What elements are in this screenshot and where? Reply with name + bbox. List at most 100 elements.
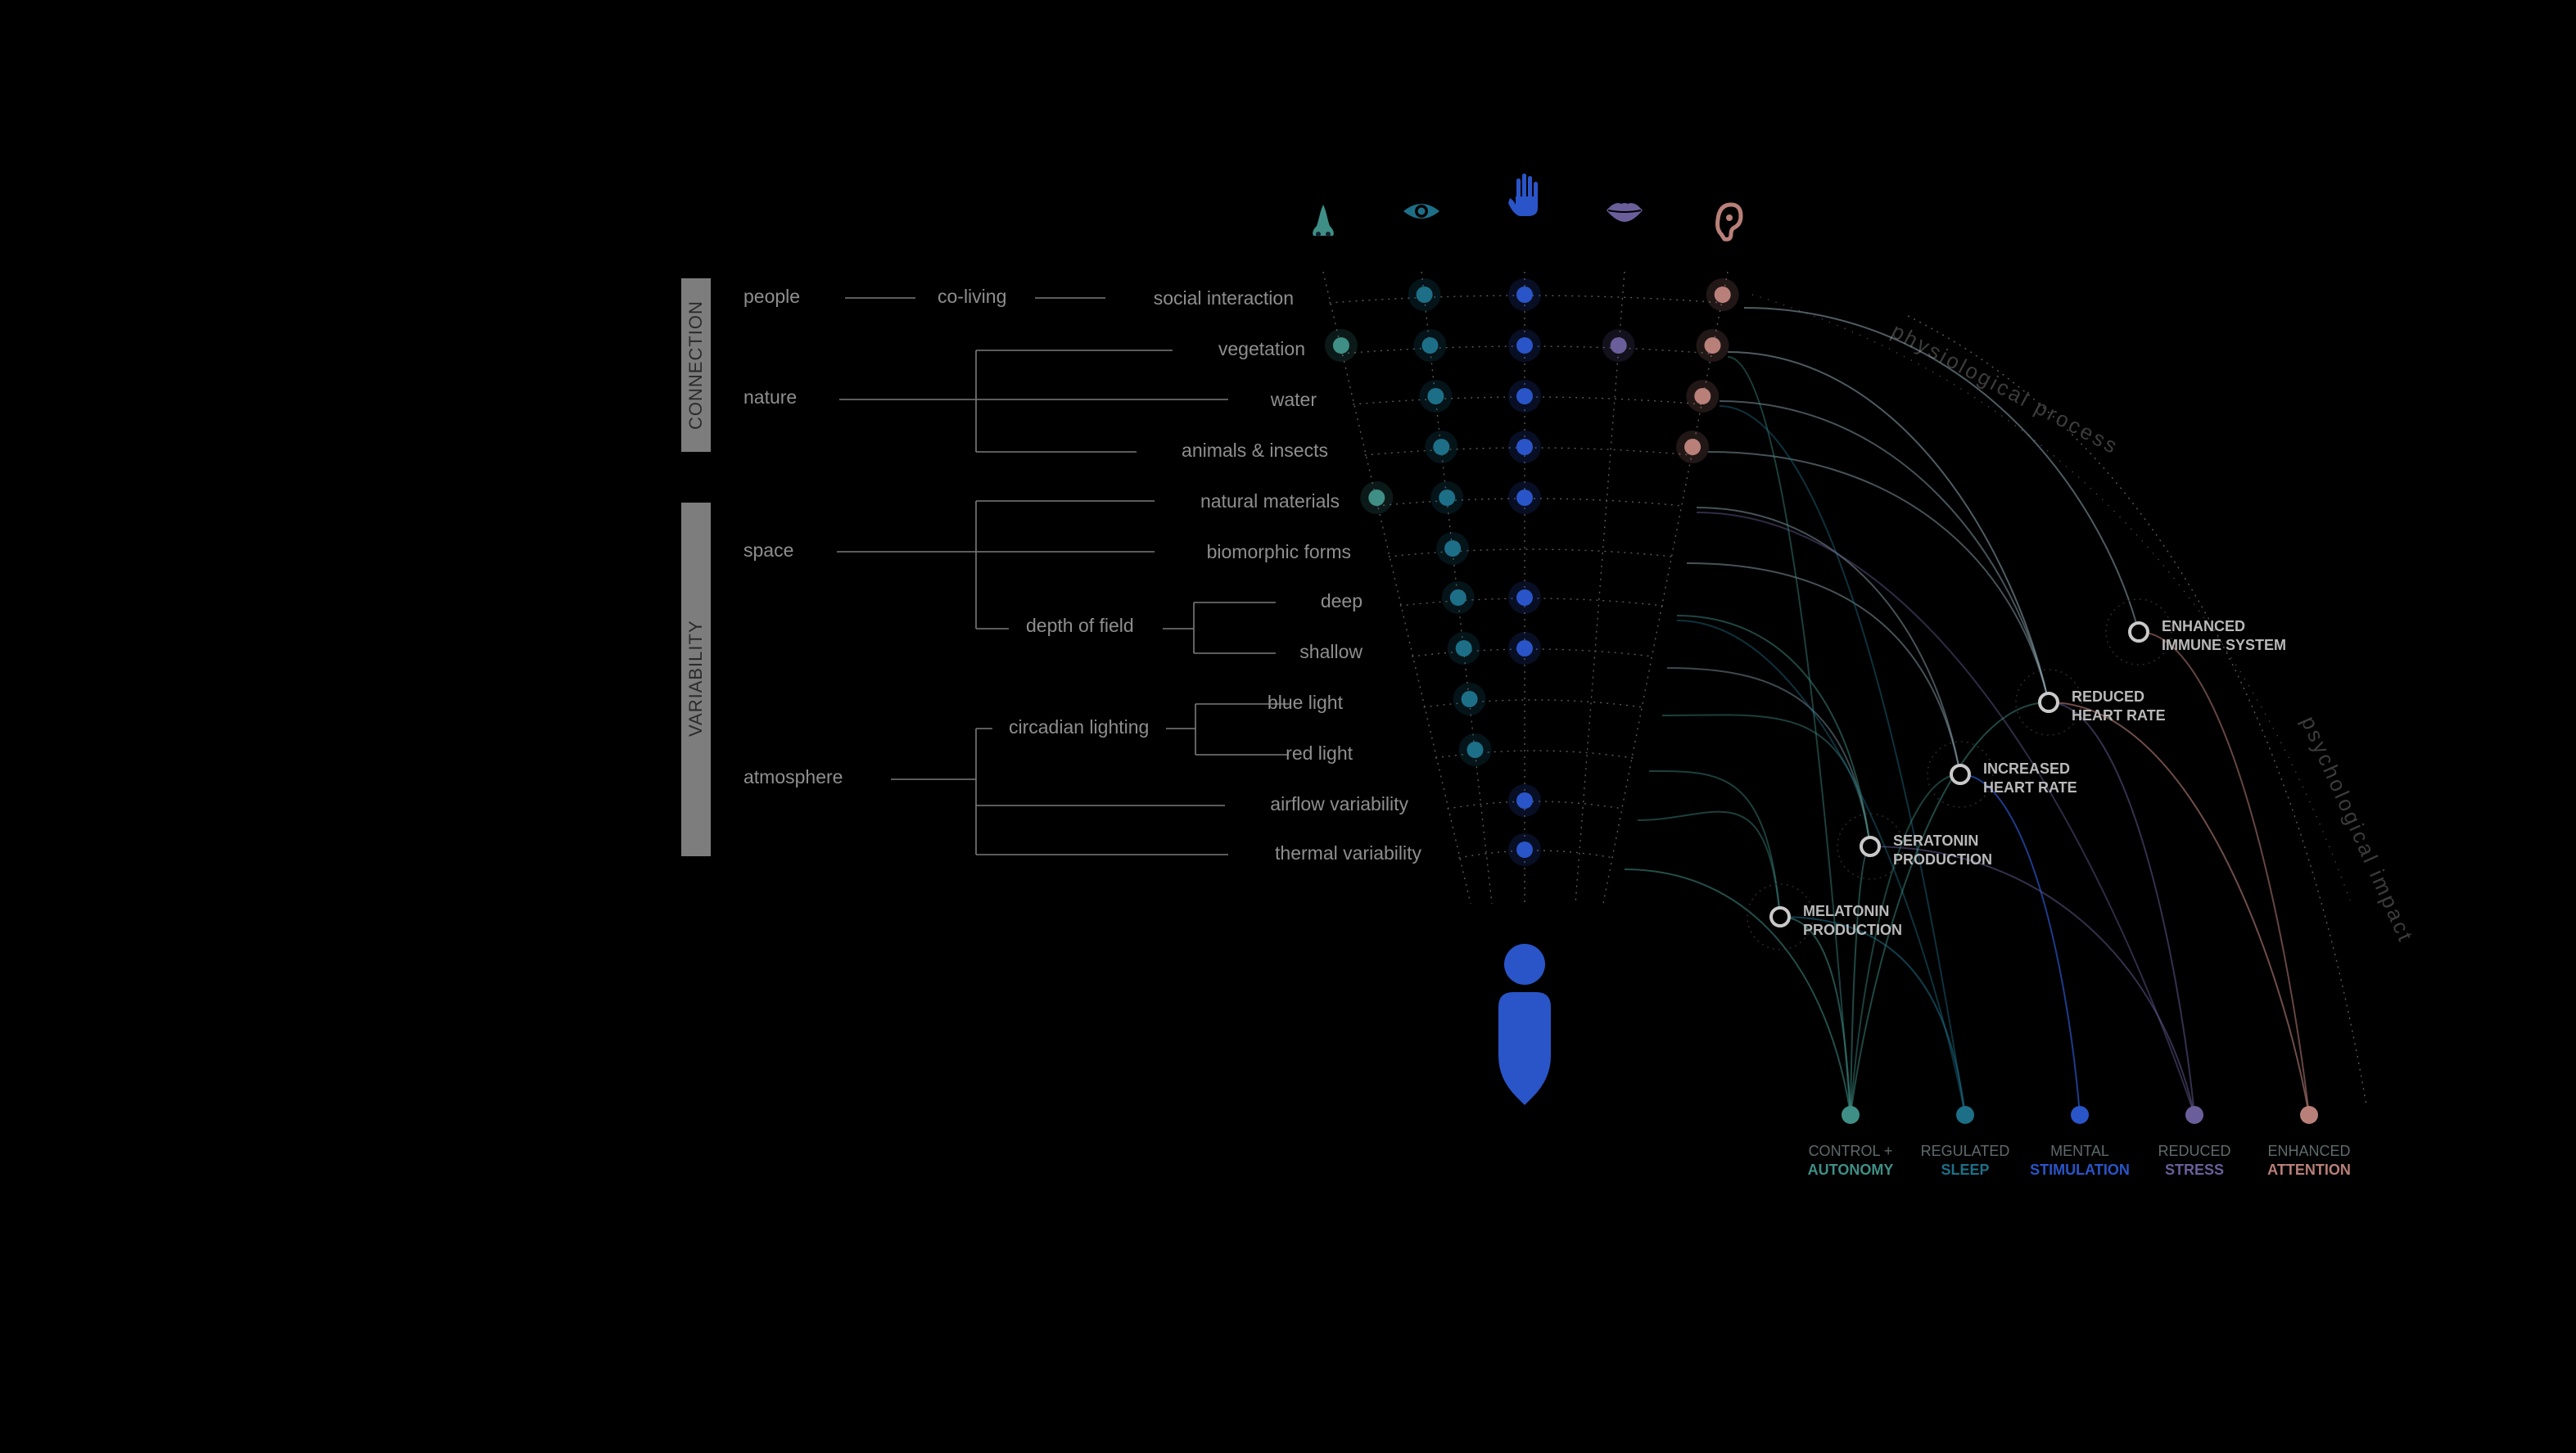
process-node-label: REDUCED: [2072, 688, 2144, 705]
flow-curve: [1727, 351, 2050, 703]
outcome-label-top: REGULATED: [1921, 1143, 2010, 1159]
sense-dot: [1516, 287, 1533, 303]
process-node-halo: [2105, 598, 2172, 666]
sense-row-guide: [1388, 548, 1673, 557]
row-label: animals & insects: [1182, 440, 1328, 461]
process-node-label: INCREASED: [1983, 760, 2070, 777]
sense-dot: [1516, 842, 1533, 858]
sense-dot: [1694, 388, 1711, 404]
sense-dot: [1516, 388, 1533, 404]
sense-row-guide: [1412, 648, 1653, 657]
flow-curve: [1959, 774, 2081, 1116]
person-icon: [1498, 944, 1551, 1105]
category-depth-of-field: depth of field: [1026, 615, 1134, 636]
category-coliving: co-living: [938, 286, 1006, 307]
flow-curve: [1719, 400, 2050, 703]
sense-row-guide: [1376, 498, 1683, 507]
outcome-dot: [2300, 1106, 2318, 1124]
sense-dot: [1610, 337, 1627, 354]
row-label: red light: [1286, 742, 1353, 764]
variability-bar: [681, 503, 711, 856]
flow-curve: [1676, 615, 1871, 847]
sense-dot: [1516, 589, 1533, 606]
flow-curve: [1637, 810, 1781, 918]
category-circadian-lighting: circadian lighting: [1009, 716, 1149, 738]
sense-column-guide: [1575, 271, 1625, 905]
process-node-label: HEART RATE: [1983, 779, 2077, 796]
ear-icon: [1715, 202, 1743, 241]
flow-curve: [2138, 631, 2310, 1116]
sense-dot: [1516, 337, 1533, 354]
process-node-halo: [1927, 741, 1994, 808]
sense-dot: [1461, 691, 1478, 707]
sense-dot: [1516, 439, 1533, 455]
lips-icon: [1607, 203, 1643, 222]
flow-curve: [1743, 307, 2140, 633]
sense-column-guide: [1602, 271, 1729, 905]
arc-label-psychological: psychological impact: [2297, 712, 2419, 946]
process-node: [2038, 692, 2059, 713]
sense-dot: [1427, 388, 1444, 404]
outcome-dot: [1956, 1106, 1974, 1124]
sense-row-guide: [1435, 750, 1634, 759]
process-node-label: MELATONIN: [1803, 903, 1889, 919]
process-node-label: SERATONIN: [1893, 833, 1978, 849]
flow-curve: [1850, 702, 2050, 1116]
sense-dot: [1516, 490, 1533, 506]
sense-dot: [1516, 640, 1533, 657]
flow-curve: [1624, 869, 1851, 1116]
sense-row-guide: [1340, 345, 1713, 354]
category-space: space: [743, 539, 793, 561]
row-label: blue light: [1268, 692, 1344, 713]
sense-dot: [1449, 589, 1467, 606]
sense-dot: [1439, 490, 1456, 506]
flow-curve: [1869, 846, 2195, 1116]
sense-dot: [1433, 439, 1450, 455]
row-label: deep: [1321, 590, 1363, 611]
flow-curve: [1696, 512, 2195, 1116]
process-node-halo: [1747, 883, 1814, 950]
process-node-halo: [2015, 669, 2082, 736]
row-label: airflow variability: [1270, 793, 1408, 814]
process-node-label: IMMUNE SYSTEM: [2162, 637, 2286, 653]
flow-curve: [1661, 714, 1871, 847]
row-label: shallow: [1299, 641, 1363, 662]
row-label: water: [1270, 389, 1317, 410]
process-node-label: PRODUCTION: [1803, 922, 1902, 938]
row-label: natural materials: [1200, 490, 1340, 512]
process-node: [1769, 906, 1791, 927]
tree-connectors: [837, 297, 1290, 855]
outcome-dot: [1842, 1106, 1860, 1124]
row-label: biomorphic forms: [1207, 541, 1351, 562]
flow-curve: [1696, 507, 1961, 775]
process-node-label: PRODUCTION: [1893, 851, 1992, 868]
flow-curve: [1779, 916, 1966, 1116]
sense-dot: [1704, 337, 1721, 354]
outcome-label-bottom: ATTENTION: [2267, 1162, 2351, 1178]
outcome-dot: [2071, 1106, 2089, 1124]
flow-curve: [1850, 774, 1961, 1116]
sense-dots: [1324, 278, 1739, 866]
outcome-label-top: CONTROL +: [1809, 1143, 1893, 1159]
sense-icons: [1313, 174, 1743, 241]
flow-curve: [1707, 451, 2050, 703]
sense-dot: [1467, 742, 1484, 758]
process-nodes: ENHANCED IMMUNE SYSTEM REDUCED HEART RATE IN…: [1747, 598, 2286, 950]
process-node-label: ENHANCED: [2162, 618, 2245, 634]
outcome-label-bottom: AUTONOMY: [1808, 1162, 1894, 1178]
process-node-label: HEART RATE: [2072, 707, 2166, 724]
outcome-label-top: ENHANCED: [2267, 1143, 2350, 1159]
row-label: social interaction: [1154, 287, 1294, 309]
category-nature: nature: [743, 386, 797, 408]
sense-dot: [1516, 792, 1533, 809]
flow-curve: [1727, 356, 1851, 1116]
sense-dot: [1684, 439, 1702, 455]
outer-arc: [1907, 315, 2367, 1106]
connection-bar: [681, 278, 711, 452]
flow-curve: [2048, 702, 2310, 1116]
category-people: people: [743, 286, 800, 307]
row-labels: social interactionvegetationwateranimals…: [1154, 287, 1422, 864]
flow-curve: [1648, 769, 1781, 918]
